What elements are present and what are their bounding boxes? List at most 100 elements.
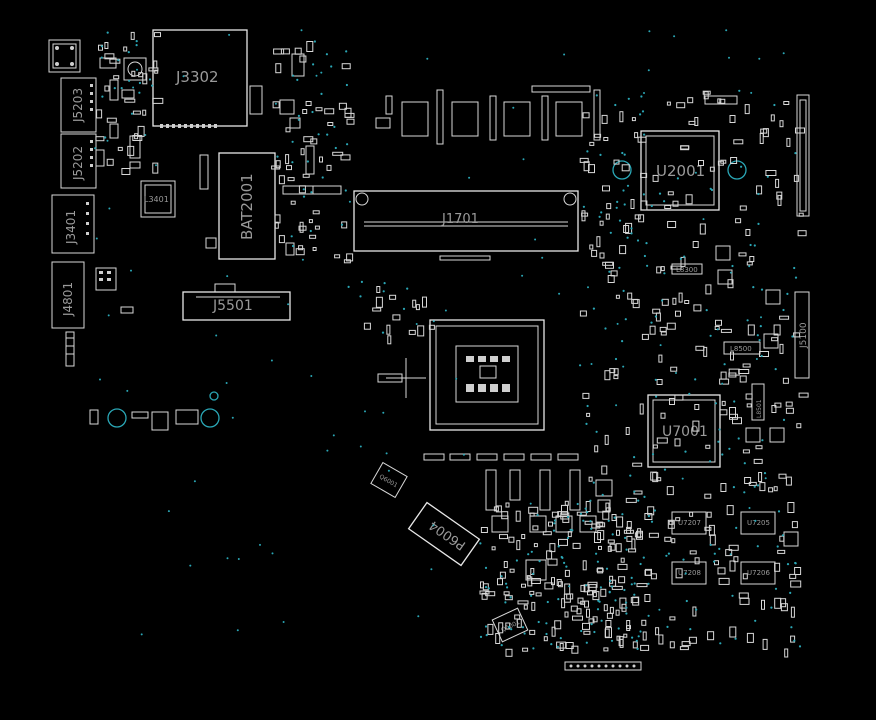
smd-part: [551, 626, 556, 637]
smd-part: [592, 591, 600, 601]
via-dot: [754, 619, 757, 622]
via-dot: [643, 92, 645, 94]
inductor-l8501[interactable]: L8501: [751, 383, 765, 421]
connector-p6004[interactable]: P6004: [407, 501, 481, 567]
smd-part: [503, 561, 508, 568]
smd-part: [154, 69, 159, 74]
smd-part: [531, 601, 536, 611]
smd-part: [664, 536, 672, 542]
via-dot: [505, 582, 508, 585]
smd-part: [515, 510, 521, 522]
smd-part: [528, 506, 539, 514]
connector-j3401[interactable]: J3401: [51, 194, 95, 254]
via-dot: [599, 153, 602, 156]
smd-part: [704, 493, 712, 499]
via-dot: [561, 556, 564, 560]
smd-part: [487, 623, 494, 635]
via-dot: [667, 552, 671, 555]
connector-bottom-strip[interactable]: [564, 661, 642, 671]
smd-part: [684, 300, 690, 304]
smd-part: [688, 120, 696, 125]
via-dot: [292, 74, 295, 77]
smd-part: [302, 109, 308, 114]
smd-part: [670, 366, 678, 372]
smd-part: [785, 401, 793, 407]
via-dot: [455, 377, 458, 380]
smd-part: [589, 244, 594, 250]
smd-part: [795, 127, 805, 134]
smd-part: [744, 477, 752, 484]
connector-j3302[interactable]: J3302: [152, 29, 248, 128]
connector-j5202[interactable]: J5202: [60, 133, 97, 189]
chip-u7207[interactable]: U7207: [671, 511, 707, 535]
via-dot: [320, 71, 323, 74]
smd-part: [577, 597, 584, 604]
smd-part: [310, 138, 318, 145]
via-dot: [592, 481, 595, 484]
smd-part: [623, 633, 628, 638]
via-dot: [484, 586, 488, 589]
inductor-l8500[interactable]: L8500: [723, 341, 761, 355]
smd-part: [709, 166, 715, 172]
via-dot: [530, 594, 533, 597]
smd-part: [315, 107, 323, 112]
smd-part: [594, 445, 599, 453]
via-dot: [616, 322, 619, 325]
via-dot: [536, 513, 539, 517]
via-dot: [167, 510, 170, 513]
smd-part: [98, 44, 103, 51]
smd-part: [652, 174, 659, 182]
smd-part: [611, 514, 617, 521]
via-dot: [608, 590, 611, 593]
smd-part: [660, 331, 667, 336]
smd-part: [546, 550, 553, 560]
via-dot: [530, 550, 533, 553]
chip-u7001[interactable]: U7001: [647, 394, 721, 468]
via-dot: [546, 600, 549, 604]
smd-part: [623, 225, 630, 233]
smd-part: [415, 304, 420, 311]
via-dot: [590, 527, 593, 530]
chip-u2001[interactable]: U2001: [612, 95, 747, 211]
battery-bat2001[interactable]: BAT2001: [218, 152, 276, 260]
via-dot: [507, 626, 511, 629]
inductor-l3401[interactable]: L3401: [140, 180, 176, 218]
smd-part: [689, 550, 697, 555]
via-dot: [615, 206, 618, 209]
via-dot: [537, 620, 540, 624]
smd-part: [747, 324, 755, 336]
smd-part: [719, 409, 728, 416]
via-dot: [487, 587, 490, 590]
via-dot: [625, 601, 628, 604]
via-dot: [330, 65, 333, 68]
via-dot: [290, 235, 293, 238]
smd-part: [597, 530, 605, 541]
chip-u7206[interactable]: U7206: [740, 561, 776, 585]
smd-part: [680, 256, 686, 267]
smd-part: [592, 592, 597, 598]
smd-part: [529, 590, 535, 595]
via-dot: [688, 392, 691, 395]
connector-right-top[interactable]: [796, 94, 810, 217]
memory-chip-row[interactable]: [375, 85, 601, 145]
smd-part: [625, 497, 637, 503]
component-mount-topleft[interactable]: [48, 39, 81, 73]
connector-j4801[interactable]: J4801: [51, 261, 85, 367]
via-dot: [633, 490, 636, 493]
smd-part: [669, 616, 676, 621]
connector-j5203[interactable]: J5203: [60, 77, 97, 133]
chip-u7208[interactable]: U7208: [671, 561, 707, 585]
via-dot: [790, 626, 793, 629]
connector-j1701[interactable]: J1701: [353, 190, 579, 261]
via-dot: [766, 175, 769, 178]
via-dot: [500, 575, 503, 578]
via-dot: [563, 561, 566, 565]
via-dot: [725, 29, 728, 32]
connector-j5501[interactable]: J5501: [182, 291, 291, 321]
part-q6001[interactable]: Q6001: [370, 461, 408, 499]
via-dot: [576, 502, 579, 506]
chip-u7205[interactable]: U7205: [740, 511, 776, 535]
connector-j5100[interactable]: J5100: [794, 291, 810, 379]
cpu-socket[interactable]: [429, 319, 545, 431]
